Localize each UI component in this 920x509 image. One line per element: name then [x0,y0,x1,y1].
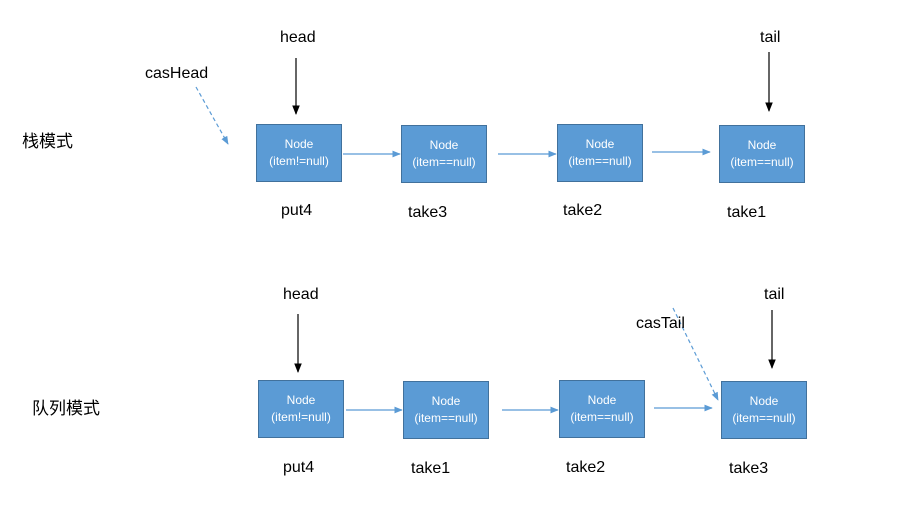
stack-mode-label: 栈模式 [22,132,73,152]
stack-tail-label: tail [760,29,781,46]
stack-node-3: Node (item==null) [557,124,643,182]
queue-node-1-caption: put4 [283,459,315,476]
stack-node-2: Node (item==null) [401,125,487,183]
stack-cashead-label: casHead [145,65,209,82]
stack-node-1: Node (item!=null) [256,124,342,182]
queue-tail-label: tail [764,286,785,303]
queue-head-label: head [283,286,319,303]
node-title: Node [747,138,777,152]
queue-node-1: Node (item!=null) [258,380,344,438]
node-title: Node [431,394,461,408]
stack-head-label: head [280,29,316,46]
node-item-state: (item==null) [414,411,478,425]
stack-cashead-arrow [195,86,229,145]
node-title: Node [286,393,316,407]
queue-castail-label: casTail [636,315,685,332]
stack-node-3-caption: take2 [563,202,603,219]
node-item-state: (item==null) [568,154,632,168]
queue-mode-label: 队列模式 [32,399,100,419]
node-title: Node [284,137,314,151]
node-item-state: (item==null) [730,155,794,169]
node-item-state: (item==null) [732,411,796,425]
queue-node-4-caption: take3 [729,460,769,477]
stack-node-4-caption: take1 [727,204,767,221]
queue-node-3: Node (item==null) [559,380,645,438]
node-title: Node [749,394,779,408]
stack-node-2-caption: take3 [408,204,448,221]
node-title: Node [587,393,617,407]
node-title: Node [429,138,459,152]
queue-node-2-caption: take1 [411,460,451,477]
node-item-state: (item!=null) [271,410,331,424]
node-item-state: (item==null) [570,410,634,424]
node-item-state: (item==null) [412,155,476,169]
stack-node-1-caption: put4 [281,202,313,219]
stack-node-4: Node (item==null) [719,125,805,183]
queue-node-3-caption: take2 [566,459,606,476]
node-item-state: (item!=null) [269,154,329,168]
queue-node-4: Node (item==null) [721,381,807,439]
node-title: Node [585,137,615,151]
queue-castail-arrow [672,307,719,401]
queue-node-2: Node (item==null) [403,381,489,439]
